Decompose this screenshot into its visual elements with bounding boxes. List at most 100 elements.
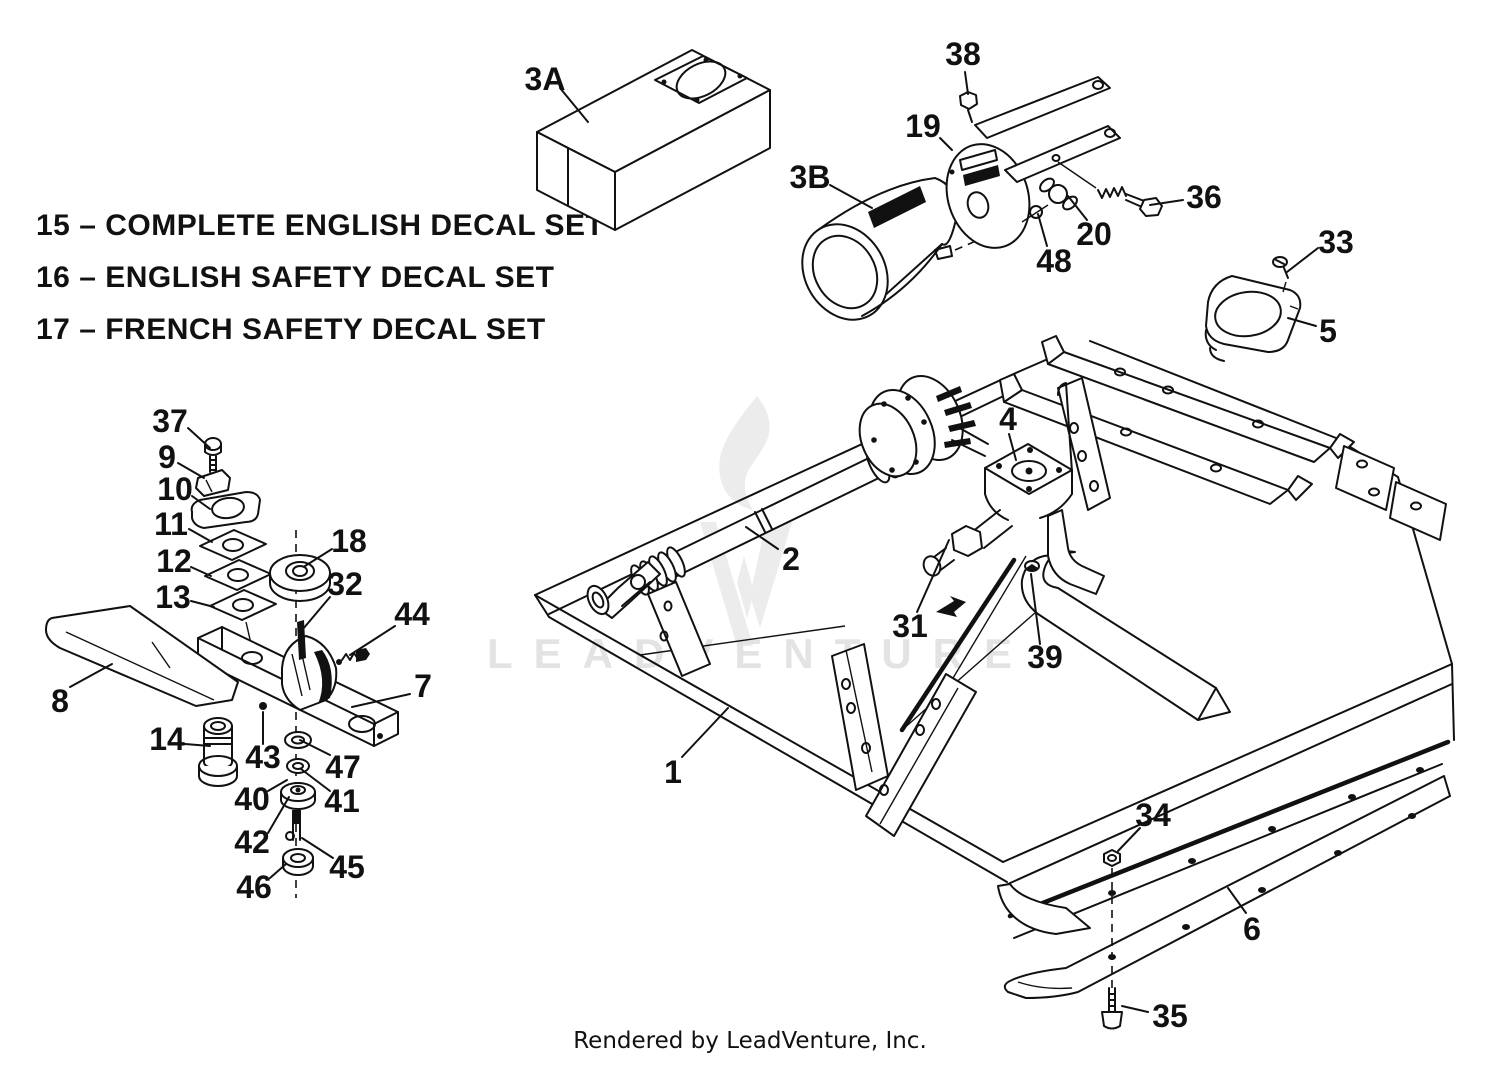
shim-11: [199, 529, 267, 561]
leader-line-13: [190, 600, 215, 608]
leader-line-12: [190, 566, 212, 577]
part-label-13: 13: [155, 579, 191, 615]
part-label-14: 14: [149, 721, 185, 757]
part-label-9: 9: [158, 439, 176, 475]
leader-line-36: [1149, 199, 1184, 206]
side-skid-band: [1003, 775, 1451, 1030]
pulley-18: [269, 554, 331, 602]
blade-clamp: [281, 635, 338, 711]
leader-line-5: [1287, 317, 1317, 327]
part-label-48: 48: [1036, 243, 1072, 279]
leader-line-48: [1037, 213, 1048, 247]
part-label-19: 19: [905, 108, 941, 144]
leader-line-40: [267, 779, 288, 792]
part-label-8: 8: [51, 683, 69, 719]
part-label-18: 18: [331, 523, 367, 559]
part-label-42: 42: [234, 824, 270, 860]
watermark-text: LEADVENTURE: [487, 630, 1033, 677]
leader-line-18: [304, 548, 333, 567]
blade-8: [45, 605, 239, 707]
part-label-11: 11: [154, 506, 188, 542]
mount-plate-19: [945, 76, 1121, 249]
part-label-10: 10: [157, 471, 193, 507]
spindle-shim-stack: [190, 437, 277, 649]
part-label-46: 46: [236, 869, 272, 905]
leader-line-10: [191, 495, 211, 510]
leader-line-19: [939, 137, 953, 151]
bolt-43: [259, 702, 267, 710]
washer-40-42: [280, 782, 316, 810]
leader-line-41: [300, 768, 331, 792]
part-label-45: 45: [329, 849, 365, 885]
leader-line-33: [1286, 247, 1319, 273]
part-labels-layer: 3A38193B36204833542313913463537910111213…: [51, 36, 1354, 1034]
part-label-1: 1: [664, 754, 682, 790]
part-label-3A: 3A: [525, 61, 566, 97]
leader-line-4: [1008, 433, 1017, 461]
part-label-43: 43: [245, 739, 281, 775]
leader-line-37: [187, 427, 211, 449]
leader-line-3A: [559, 87, 589, 123]
bolt-35: [1101, 987, 1123, 1030]
leader-line-47: [299, 739, 331, 756]
part-label-38: 38: [945, 36, 981, 72]
key-32: [297, 620, 306, 660]
bolt-37: [204, 437, 222, 473]
legend-item: 17 – FRENCH SAFETY DECAL SET: [36, 313, 546, 346]
leader-line-35: [1121, 1005, 1149, 1013]
shim-13: [209, 589, 277, 621]
shim-12: [204, 559, 272, 591]
part-label-40: 40: [234, 781, 270, 817]
part-label-37: 37: [152, 403, 188, 439]
leader-line-6: [1227, 887, 1247, 914]
slip-clutch: [858, 374, 989, 478]
washer-41: [286, 758, 310, 774]
screw-33: [1272, 256, 1289, 293]
leader-line-7: [351, 693, 411, 708]
cover-3a: [536, 49, 771, 231]
leader-line-44: [349, 625, 396, 656]
part-label-5: 5: [1319, 313, 1337, 349]
leader-line-34: [1117, 827, 1141, 852]
deck-channel-rails: [999, 335, 1447, 541]
leader-line-32: [302, 596, 331, 630]
legend-item: 16 – ENGLISH SAFETY DECAL SET: [36, 261, 555, 294]
part-label-36: 36: [1186, 179, 1222, 215]
leader-line-9: [177, 462, 205, 479]
legend-item: 15 – COMPLETE ENGLISH DECAL SET: [36, 209, 605, 242]
part-label-41: 41: [324, 783, 360, 819]
part-label-44: 44: [394, 596, 430, 632]
part-label-4: 4: [999, 401, 1017, 437]
nut-38: [959, 91, 978, 123]
blade-bar-assembly: [45, 530, 399, 898]
leader-line-2: [745, 526, 779, 550]
part-label-39: 39: [1027, 639, 1063, 675]
part-label-35: 35: [1152, 998, 1188, 1034]
leader-line-3B: [829, 184, 873, 209]
shield-3b-group: [801, 76, 1163, 321]
bolt-36: [1057, 161, 1163, 217]
keeper-9: [195, 469, 231, 497]
part-label-47: 47: [325, 749, 361, 785]
hitch-gusset-plates: [831, 643, 977, 837]
leader-line-31: [916, 539, 950, 613]
washer-47: [284, 731, 312, 749]
wing-nut-20: [1039, 177, 1078, 211]
part-label-20: 20: [1076, 216, 1112, 252]
leader-line-8: [69, 663, 113, 688]
leader-line-38: [964, 71, 969, 95]
leader-line-1: [681, 707, 729, 758]
part-label-33: 33: [1318, 224, 1354, 260]
part-label-7: 7: [414, 668, 432, 704]
leader-line-45: [301, 837, 334, 859]
access-cover-5: [1204, 256, 1302, 362]
bushing-14: [198, 717, 238, 787]
part-label-3B: 3B: [790, 159, 831, 195]
leader-line-42: [267, 796, 290, 834]
leader-line-14: [184, 743, 211, 747]
leader-line-20: [1067, 195, 1088, 221]
part-label-31: 31: [892, 608, 928, 644]
part-label-2: 2: [782, 541, 800, 577]
